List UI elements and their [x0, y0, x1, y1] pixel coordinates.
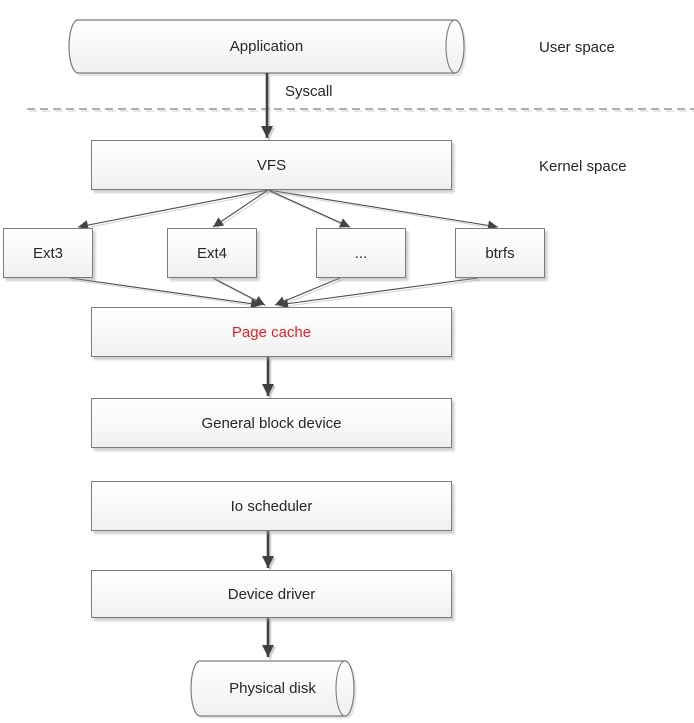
edge-vfs-ext4 — [212, 189, 269, 228]
edge-vfs-ext3 — [77, 189, 269, 230]
edge-vfs-btrfs — [267, 189, 499, 231]
application-shape — [68, 19, 465, 74]
edge-btrfs-pagecache — [277, 277, 479, 309]
physical-disk-shape — [190, 660, 355, 717]
application-shape-rim — [445, 19, 456, 74]
edge-vfs-otherfs — [267, 189, 351, 228]
physical-disk-shape-rim — [335, 660, 346, 717]
connector-shadows — [29, 75, 694, 659]
edge-ext3-pagecache — [69, 277, 262, 309]
edge-ext4-pagecache — [212, 277, 266, 306]
